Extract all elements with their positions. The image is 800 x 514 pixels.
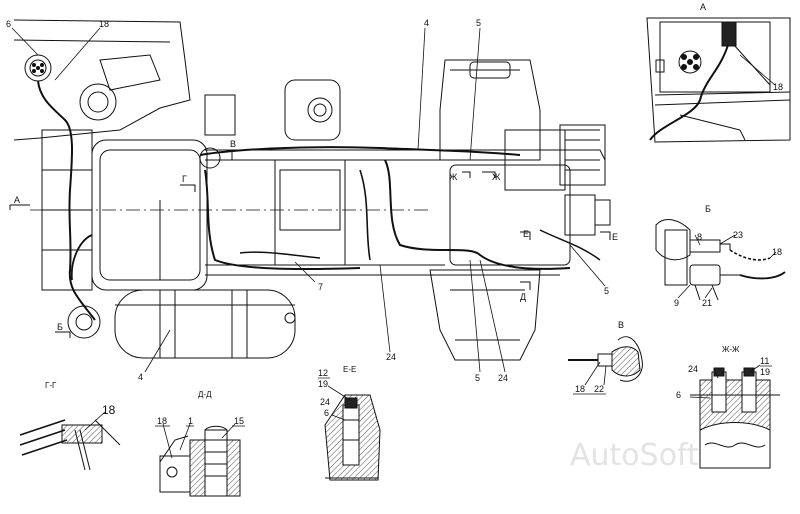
callout-23: 23	[733, 230, 743, 240]
section-title-zhzh: Ж-Ж	[722, 345, 740, 354]
callout-19: 19	[760, 367, 770, 377]
section-ee-labels: Е-Е 12 19 24 6	[318, 365, 356, 418]
callout-24: 24	[498, 373, 508, 383]
callout-22: 22	[594, 384, 604, 394]
section-gg-labels: Г-Г 18	[45, 381, 116, 417]
section-title-ee: Е-Е	[343, 365, 356, 374]
cut-label-g: Г	[182, 174, 187, 184]
callout-24: 24	[386, 352, 396, 362]
section-dd-labels: Д-Д 18 1 15	[157, 390, 244, 426]
cut-label-d: Д	[520, 292, 526, 302]
callout-21: 21	[702, 298, 712, 308]
section-gg-detail	[19, 419, 121, 471]
round-connector-6	[24, 54, 52, 82]
callout-4: 4	[138, 372, 143, 382]
callout-5: 5	[604, 286, 609, 296]
callout-1: 1	[188, 416, 193, 426]
callout-4: 4	[424, 18, 429, 28]
section-zhzh-labels: Ж-Ж 24 11 19 6	[676, 345, 770, 400]
callout-5: 5	[475, 373, 480, 383]
callout-6: 6	[324, 408, 329, 418]
section-title-v: В	[618, 320, 624, 330]
callout-7: 7	[318, 282, 323, 292]
section-title-a: А	[700, 2, 706, 12]
cut-label-zh: Ж	[449, 172, 458, 182]
section-title-gg: Г-Г	[45, 381, 57, 390]
callout-19: 19	[318, 379, 328, 389]
callout-18: 18	[575, 384, 585, 394]
callout-18: 18	[773, 82, 783, 92]
section-zhzh-detail	[690, 367, 780, 469]
cut-label-e: Е	[612, 232, 618, 242]
callout-9: 9	[674, 298, 679, 308]
callout-18: 18	[102, 403, 116, 417]
section-b-detail	[655, 219, 786, 301]
cut-label-v: В	[230, 139, 236, 149]
cut-label-a: А	[14, 195, 20, 205]
section-a-labels: 18	[773, 82, 783, 92]
callout-8: 8	[697, 232, 702, 242]
callout-underlines	[155, 365, 772, 427]
section-ee-detail	[324, 394, 381, 481]
section-v-labels: 18 22	[575, 384, 604, 394]
section-v-detail	[568, 336, 643, 382]
callout-labels: 6 18 4 5 4 7 24 5 24 5 А А Б Б В В Г Д Е…	[6, 2, 711, 383]
section-title-b: Б	[705, 204, 711, 214]
leader-lines	[11, 27, 777, 459]
callout-11: 11	[760, 356, 769, 366]
cut-label-zh: Ж	[492, 172, 501, 182]
callout-15: 15	[234, 416, 244, 426]
callout-6: 6	[676, 390, 681, 400]
callout-24: 24	[688, 364, 698, 374]
callout-5: 5	[476, 18, 481, 28]
callout-18: 18	[772, 247, 782, 257]
section-b-labels: 8 23 18 9 21	[674, 230, 782, 308]
callout-24: 24	[320, 397, 330, 407]
watermark: AutoSoft	[570, 438, 699, 473]
section-dd-detail	[159, 425, 241, 497]
callout-18: 18	[99, 19, 109, 29]
section-a-detail	[646, 17, 791, 143]
fuel-tank	[114, 289, 296, 359]
section-title-dd: Д-Д	[198, 390, 212, 399]
callout-18: 18	[157, 416, 167, 426]
callout-12: 12	[318, 368, 328, 378]
cut-label-e: Е	[523, 229, 529, 239]
main-chassis-view	[9, 19, 611, 361]
cut-label-b: Б	[57, 322, 63, 332]
rear-axle	[429, 59, 541, 361]
callout-6: 6	[6, 19, 11, 29]
